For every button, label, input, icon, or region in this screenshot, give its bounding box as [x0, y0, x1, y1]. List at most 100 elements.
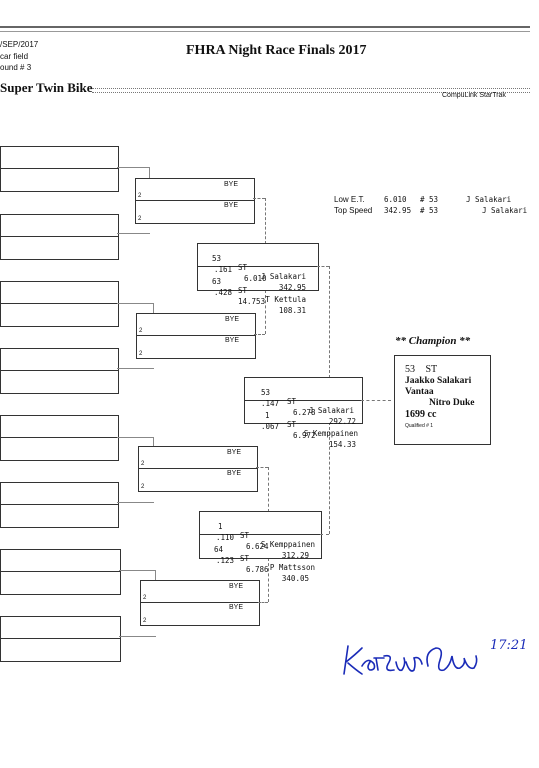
champion-box: 53 ST Jaakko Salakari Vantaa Nitro Duke …	[394, 355, 491, 445]
lane-number: 2	[139, 351, 143, 357]
bye-label: BYE	[223, 181, 238, 188]
top-speed-label: Top Speed	[334, 206, 373, 215]
racer-class: ST	[238, 286, 248, 295]
round1-slot	[0, 549, 121, 595]
connector-dashed	[256, 467, 268, 468]
signature-time: 17:21	[490, 638, 528, 653]
trap-speed: 108.31	[278, 306, 306, 315]
connector	[117, 233, 150, 234]
champion-name: Jaakko Salakari	[405, 376, 472, 386]
event-title: FHRA Night Race Finals 2017	[186, 43, 367, 58]
class-name-underline	[92, 88, 530, 93]
racer-name: J Salakari	[308, 406, 354, 415]
racer-name: T Kettula	[265, 295, 306, 304]
bye-label: BYE	[228, 604, 243, 611]
low-et-num: # 53	[420, 195, 439, 204]
bye-label: BYE	[226, 449, 241, 456]
reaction-time: .123	[216, 556, 235, 565]
top-speed-driver: J Salakari	[482, 206, 528, 215]
connector	[119, 636, 156, 637]
racer-name: S Kemppainen	[260, 540, 315, 549]
connector-dashed	[265, 198, 266, 244]
racer-class: ST	[240, 531, 250, 540]
champion-number: 53	[405, 364, 415, 375]
top-speed-num: # 53	[420, 206, 439, 215]
event-date: /SEP/2017	[0, 40, 39, 49]
header-rule-top	[0, 26, 530, 28]
round1-slot	[0, 348, 119, 394]
round1-slot	[0, 146, 119, 192]
connector-dashed	[268, 558, 269, 602]
round1-slot	[0, 616, 121, 662]
elapsed-time: 6.010	[244, 274, 267, 283]
elapsed-time: 6.624	[246, 542, 269, 551]
connector	[117, 437, 154, 446]
software-name: CompuLink StarTrak	[442, 92, 506, 99]
racer-class: ST	[238, 263, 248, 272]
racer-number: 53	[212, 254, 222, 263]
racer-class: ST	[240, 554, 250, 563]
connector-dashed	[317, 266, 329, 267]
champion-heading: ** Champion **	[395, 335, 471, 347]
round-number: ound # 3	[0, 63, 32, 72]
round1-slot	[0, 415, 119, 461]
racer-name: J Salakari	[260, 272, 306, 281]
reaction-time: .147	[261, 399, 280, 408]
lane-number: 2	[141, 461, 145, 467]
champion-city: Vantaa	[405, 387, 434, 397]
lane-number: 2	[138, 193, 142, 199]
bye-label: BYE	[224, 316, 239, 323]
racer-number: 63	[212, 277, 222, 286]
bye-box: BYE 2 BYE 2	[136, 313, 256, 359]
racer-number: 1	[265, 410, 270, 420]
trap-speed: 340.05	[281, 574, 309, 583]
bye-box: BYE 2 BYE 2	[135, 178, 255, 224]
elapsed-time: 6.972	[293, 430, 316, 440]
header-rule-thin	[0, 31, 530, 32]
elapsed-time: 6.278	[293, 408, 316, 417]
lane-number: 2	[143, 595, 147, 601]
connector-dashed	[265, 290, 266, 334]
connector	[119, 570, 156, 581]
bye-box: BYE 2 BYE 2	[140, 580, 260, 626]
trap-speed: 292.72	[328, 417, 356, 426]
connector	[117, 303, 154, 314]
bye-label: BYE	[226, 470, 241, 477]
champion-class: ST	[425, 364, 438, 375]
field-size: car field	[0, 52, 29, 61]
connector-dashed	[253, 198, 265, 199]
class-name: Super Twin Bike	[0, 80, 93, 95]
connector	[117, 167, 150, 180]
racer-number: 53	[261, 388, 271, 397]
connector	[117, 368, 154, 369]
low-et-driver: J Salakari	[466, 195, 512, 204]
round1-slot	[0, 281, 119, 327]
connector-dashed	[320, 534, 329, 535]
lane-number: 2	[143, 618, 147, 624]
connector-dashed	[258, 602, 268, 603]
trap-speed: 342.95	[278, 283, 306, 292]
elapsed-time: 6.786	[246, 565, 269, 574]
racer-number: 64	[214, 545, 224, 554]
racer-name: S Kemppainen	[303, 428, 358, 438]
reaction-time: .067	[261, 421, 280, 431]
bye-box: BYE 2 BYE 2	[138, 446, 258, 492]
reaction-time: .161	[214, 265, 233, 274]
low-et-label: Low E.T.	[334, 195, 365, 204]
racer-name: P Mattsson	[269, 563, 315, 572]
lane-number: 2	[139, 328, 143, 334]
racer-class: ST	[287, 397, 297, 406]
reaction-time: .110	[216, 533, 235, 542]
connector-dashed	[329, 266, 330, 378]
reaction-time: .428	[214, 288, 233, 297]
semifinal-match-box: 53 ST J Salakari .161 6.010 342.95 63 ST…	[197, 243, 319, 315]
bye-label: BYE	[228, 583, 243, 590]
lane-number: 2	[141, 484, 145, 490]
bye-label: BYE	[223, 202, 238, 209]
lane-number: 2	[138, 216, 142, 222]
trap-speed: 154.33	[328, 439, 356, 449]
final-match-box: 53 ST J Salakari .147 6.278 292.72 1 ST …	[244, 377, 363, 449]
round1-slot	[0, 214, 119, 260]
round1-slot	[0, 482, 119, 528]
connector-dashed	[268, 467, 269, 512]
